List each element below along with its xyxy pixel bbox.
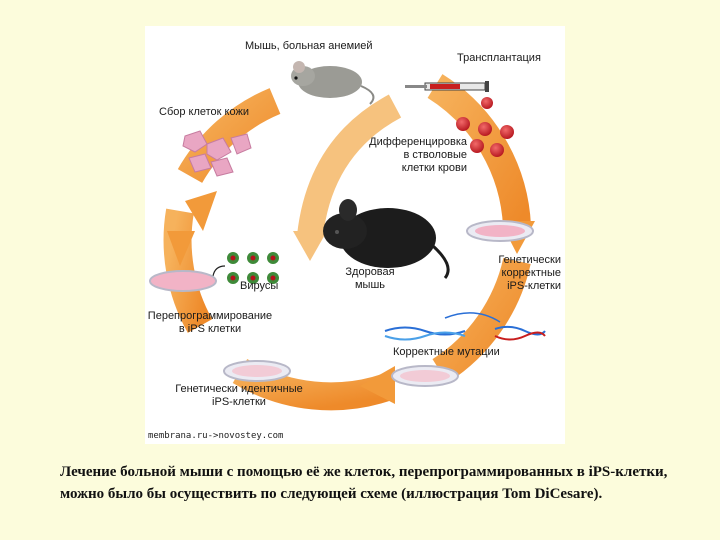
label-identical-ips: Генетически идентичные iPS-клетки [175,383,303,408]
label-viruses: Вирусы [240,280,279,292]
petri-dish-bottom-right [391,365,459,387]
syringe-icon [405,81,489,92]
blood-cells [456,97,514,157]
figure-caption: Лечение больной мыши с помощью её же кле… [60,464,668,502]
label-skin-cells: Сбор клеток кожи [159,106,249,118]
illustration-panel: Мышь, больная анемией Трансплантация Сбо… [145,26,565,444]
inner-arrow [297,94,402,238]
label-differentiation: Дифференцировка в стволовые клетки крови [369,136,467,174]
image-credit: membrana.ru->novostey.com [148,431,284,441]
sick-mouse-icon [291,61,375,105]
label-healthy-mouse: Здоровая мышь [345,266,395,291]
label-corrected-ips: Генетически корректные iPS-клетки [498,254,561,292]
label-sick-mouse: Мышь, больная анемией [245,40,373,52]
skin-cells [182,130,252,177]
cycle-diagram [149,61,546,411]
petri-dish-bottom [223,360,291,382]
petri-dish-left [149,270,217,292]
label-transplantation: Трансплантация [457,52,541,64]
dna-strands-icon [384,312,546,341]
healthy-mouse-icon [323,199,450,279]
petri-dish-right [466,220,534,242]
label-correct-mutations: Корректные мутации [393,346,500,358]
virus-icons [227,252,279,284]
label-reprogramming: Перепрограммирование в iPS клетки [147,310,273,335]
